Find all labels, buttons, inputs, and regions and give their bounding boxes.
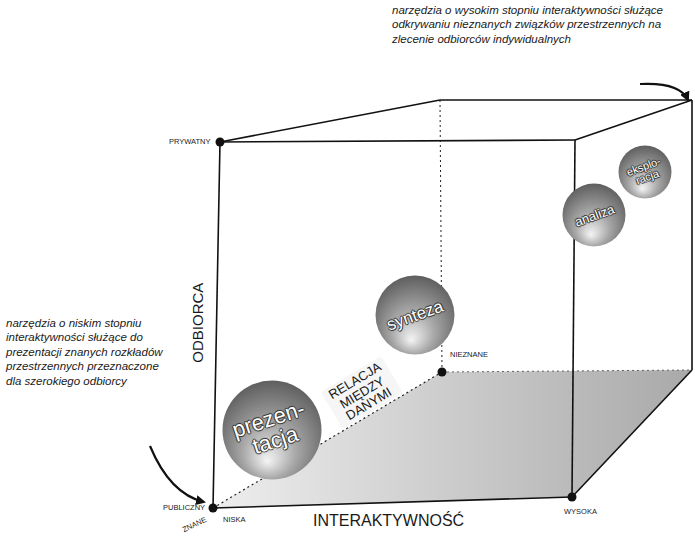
- sphere-circle: [223, 381, 322, 480]
- hidden-edge: [442, 370, 692, 372]
- axis-title: ODBIORCA: [189, 283, 206, 363]
- callout-note: narzędzia o wysokim stopniu interaktywno…: [392, 3, 692, 46]
- sphere-circle: [563, 184, 626, 247]
- axis-end-label: PRYWATNY: [169, 138, 211, 147]
- sphere-circle: [376, 276, 455, 355]
- sphere-node: synteza: [375, 275, 455, 355]
- leader-arrow: [150, 446, 204, 502]
- vertex-dots: [209, 138, 577, 513]
- axis-end-label: ZNANE: [181, 516, 208, 535]
- leader-arrow: [640, 84, 688, 100]
- axis-end-label: NIEZNANE: [450, 351, 488, 360]
- callout-note: narzędzia o niskim stopniu interaktywnoś…: [6, 316, 166, 388]
- sphere-node: analiza: [562, 183, 626, 247]
- axis-end-label: PUBLICZNY: [163, 504, 205, 513]
- sphere-node: eksplo- racja: [618, 145, 672, 199]
- cube-edges: [213, 100, 692, 508]
- axis-title: INTERAKTYWNOŚĆ: [313, 512, 464, 530]
- sphere-circle: [619, 146, 672, 199]
- sphere-node: prezen- tacja: [222, 380, 322, 480]
- axis-end-label: WYSOKA: [564, 508, 597, 517]
- cube-floor: [213, 370, 692, 508]
- axis-end-label: NISKA: [223, 516, 246, 525]
